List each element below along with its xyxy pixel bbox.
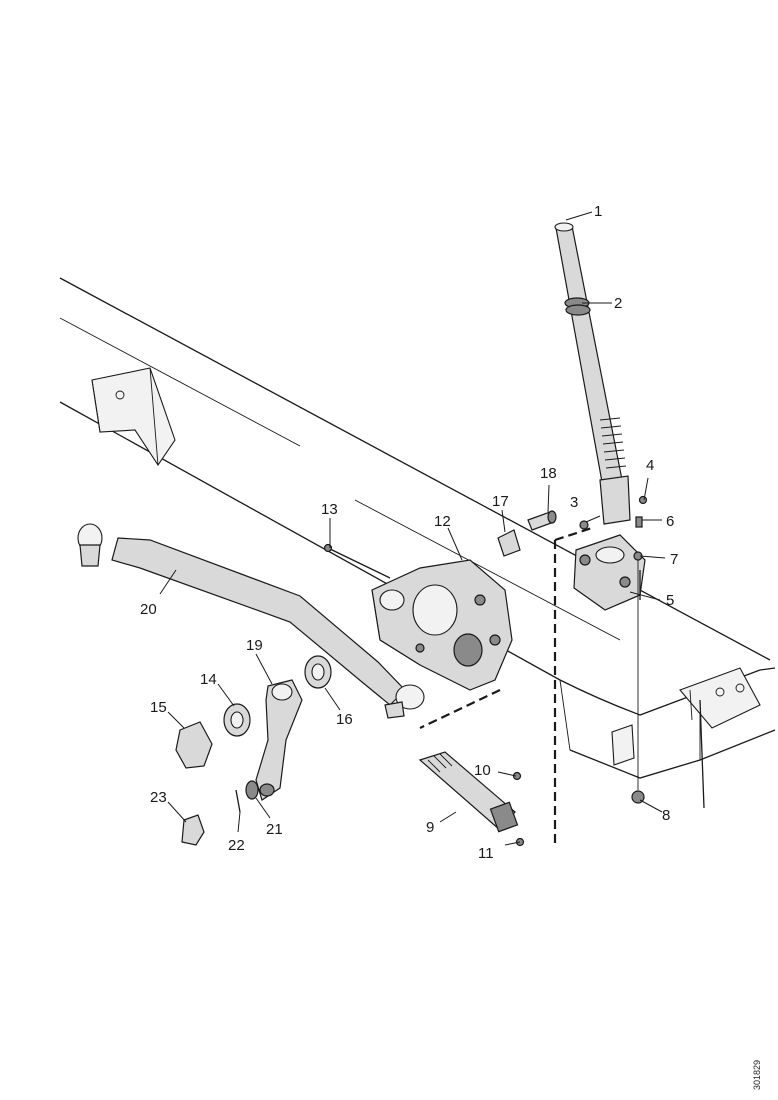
callout-16: 16 bbox=[336, 711, 353, 728]
callout-4: 4 bbox=[646, 457, 654, 474]
callout-17: 17 bbox=[492, 493, 509, 510]
callout-labels: 1 2 3 4 5 6 7 8 9 10 11 12 13 14 15 16 1… bbox=[140, 203, 678, 862]
callout-7: 7 bbox=[670, 551, 678, 568]
callout-14: 14 bbox=[200, 671, 217, 688]
column-bracket bbox=[573, 534, 646, 611]
callout-20: 20 bbox=[140, 601, 157, 618]
callout-9: 9 bbox=[426, 819, 434, 836]
callout-23: 23 bbox=[150, 789, 167, 806]
callout-2: 2 bbox=[614, 295, 622, 312]
pitman-hardware bbox=[175, 655, 332, 769]
assembly-guide-lines bbox=[419, 526, 705, 845]
frame-bracket bbox=[91, 367, 176, 466]
callout-11: 11 bbox=[478, 845, 494, 862]
side-bracket bbox=[611, 667, 761, 766]
callout-6: 6 bbox=[666, 513, 674, 530]
figure-reference-code: 301829 bbox=[752, 1059, 762, 1090]
callout-22: 22 bbox=[228, 837, 245, 854]
callout-1: 1 bbox=[594, 203, 602, 220]
callout-8: 8 bbox=[662, 807, 670, 824]
callout-10: 10 bbox=[474, 762, 491, 779]
callout-19: 19 bbox=[246, 637, 263, 654]
gear-mount-bolt bbox=[323, 543, 391, 579]
steering-damper bbox=[418, 751, 525, 847]
callout-18: 18 bbox=[540, 465, 557, 482]
steering-gear-box bbox=[371, 559, 513, 691]
column-fasteners bbox=[579, 495, 648, 804]
pitman-arm bbox=[255, 679, 303, 801]
steering-column bbox=[554, 222, 631, 525]
leader-lines bbox=[159, 211, 666, 846]
callout-5: 5 bbox=[666, 592, 674, 609]
callout-3: 3 bbox=[570, 494, 578, 511]
callout-21: 21 bbox=[266, 821, 283, 838]
frame-rail bbox=[59, 277, 776, 779]
callout-13: 13 bbox=[321, 501, 338, 518]
callout-15: 15 bbox=[150, 699, 167, 716]
callout-12: 12 bbox=[434, 513, 451, 530]
bushing-and-bolt bbox=[497, 510, 557, 557]
drag-link bbox=[77, 523, 425, 719]
ball-joint-hardware bbox=[181, 780, 259, 846]
